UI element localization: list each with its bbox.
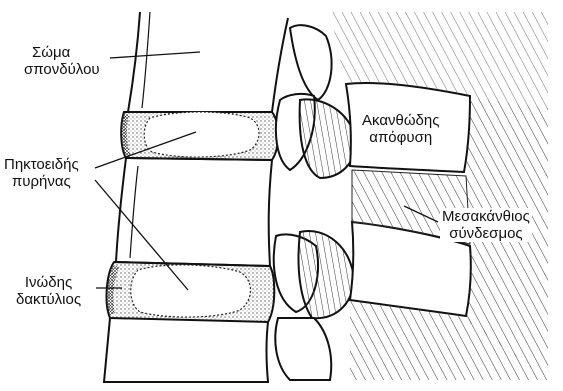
label-annulus-line1: Ινώδης <box>16 274 81 291</box>
lower-vertebral-body <box>104 318 268 382</box>
lower-nucleus <box>131 265 251 317</box>
label-vertebral-body-line2: σπονδύλου <box>24 61 100 78</box>
interspinous-ligament <box>330 12 548 380</box>
label-annulus-fibrosus: Ινώδης δακτύλιος <box>14 274 83 308</box>
label-interspinous-line1: Μεσακάνθιος <box>442 208 530 225</box>
vertebral-column <box>104 12 288 382</box>
label-spinous-line2: απόφυση <box>362 129 439 146</box>
label-annulus-line2: δακτύλιος <box>16 291 81 308</box>
label-spinous-process: Ακανθώδης απόφυση <box>360 112 441 146</box>
upper-disc <box>121 112 278 160</box>
label-vertebral-body: Σώμα σπονδύλου <box>24 44 100 78</box>
label-nucleus-line1: Πηκτοειδής <box>4 156 79 173</box>
label-interspinous-ligament: Μεσακάνθιος σύνδεσμος <box>440 208 532 242</box>
upper-nucleus <box>144 112 259 157</box>
lower-disc <box>107 262 275 322</box>
middle-vertebral-body <box>116 158 272 266</box>
label-spinous-line1: Ακανθώδης <box>362 112 439 129</box>
label-nucleus-line2: πυρήνας <box>4 173 79 190</box>
facet-region <box>274 25 356 380</box>
upper-vertebral-body <box>128 12 288 112</box>
label-nucleus-pulposus: Πηκτοειδής πυρήνας <box>2 156 81 190</box>
label-vertebral-body-line1: Σώμα <box>24 44 100 61</box>
label-interspinous-line2: σύνδεσμος <box>442 225 530 242</box>
